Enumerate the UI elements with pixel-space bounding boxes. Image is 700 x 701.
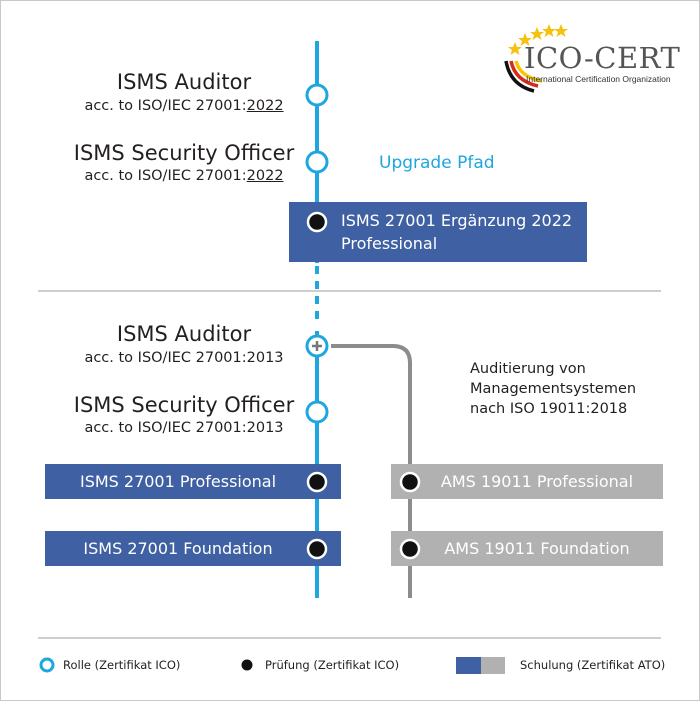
star-icon [542,24,556,37]
audit-description-line1: Auditierung von [470,361,586,377]
star-icon [530,27,544,40]
ams-foundation-box: AMS 19011 Foundation [391,531,663,566]
audit-description-line3: nach ISO 19011:2018 [470,401,628,417]
lower-auditor-standard: acc. to ISO/IEC 27001:2013 [84,350,284,366]
legend-exam-label: Prüfung (Zertifikat ICO) [265,658,400,672]
audit-description: Auditierung von Managementsystemen nach … [470,359,636,419]
upper-auditor-title: ISMS Auditor [116,70,252,94]
upgrade-training-box: ISMS 27001 Ergänzung 2022 Professional [289,202,587,262]
upper-auditor-standard-year: 2022 [246,98,284,114]
isms-professional-box: ISMS 27001 Professional [45,464,341,499]
flag-swoosh-gold [514,60,543,83]
isms-foundation-box: ISMS 27001 Foundation [45,531,341,566]
logo-subtitle: International Certification Organization [526,74,671,84]
logo-emblem [504,24,568,93]
ams-path [331,344,412,598]
legend-exam-icon [241,659,253,671]
star-icon [518,33,532,46]
upper-auditor-standard: acc. to ISO/IEC 27001:2022 [71,96,297,116]
upper-officer-title: ISMS Security Officer [73,141,295,165]
legend-role-label: Rolle (Zertifikat ICO) [63,658,181,672]
logo-name: ICO-CERT [524,41,681,75]
role-marker-upper-officer [305,150,329,174]
exam-marker-ams-professional [399,471,421,493]
upper-officer-standard-prefix: acc. to ISO/IEC 27001: [84,168,247,184]
lower-officer-title: ISMS Security Officer [73,393,295,417]
legend-training-label: Schulung (Zertifikat ATO) [520,658,666,672]
star-icon [508,42,522,55]
upgrade-training-line2: Professional [341,234,438,253]
upper-auditor-standard-prefix: acc. to ISO/IEC 27001: [84,98,247,114]
lower-officer-standard: acc. to ISO/IEC 27001:2013 [84,420,284,436]
role-marker-upper-auditor [305,83,329,107]
upgrade-training-line1: ISMS 27001 Ergänzung 2022 [341,211,573,230]
logo: ICO-CERT International Certification Org… [496,19,680,99]
legend-training-blue-swatch [456,657,481,674]
legend-role-icon [39,657,55,673]
flag-swoosh-black [504,60,535,93]
upgrade-training-label: ISMS 27001 Ergänzung 2022 Professional [341,209,572,255]
exam-marker-ams-foundation [399,538,421,560]
legend-training-grey-swatch [481,657,505,674]
plus-marker-lower-auditor [305,334,329,358]
upper-officer-standard: acc. to ISO/IEC 27001:2022 [71,166,297,186]
audit-description-line2: Managementsystemen [470,381,637,397]
upper-officer-standard-year: 2022 [246,168,284,184]
flag-swoosh-red [509,60,539,88]
role-marker-lower-officer [305,400,329,424]
upgrade-path-label: Upgrade Pfad [379,153,495,173]
exam-marker-isms-professional [306,471,328,493]
exam-marker-isms-foundation [306,538,328,560]
ams-professional-box: AMS 19011 Professional [391,464,663,499]
star-icon [554,24,568,37]
exam-marker-upgrade [306,211,328,233]
lower-auditor-title: ISMS Auditor [116,322,252,346]
